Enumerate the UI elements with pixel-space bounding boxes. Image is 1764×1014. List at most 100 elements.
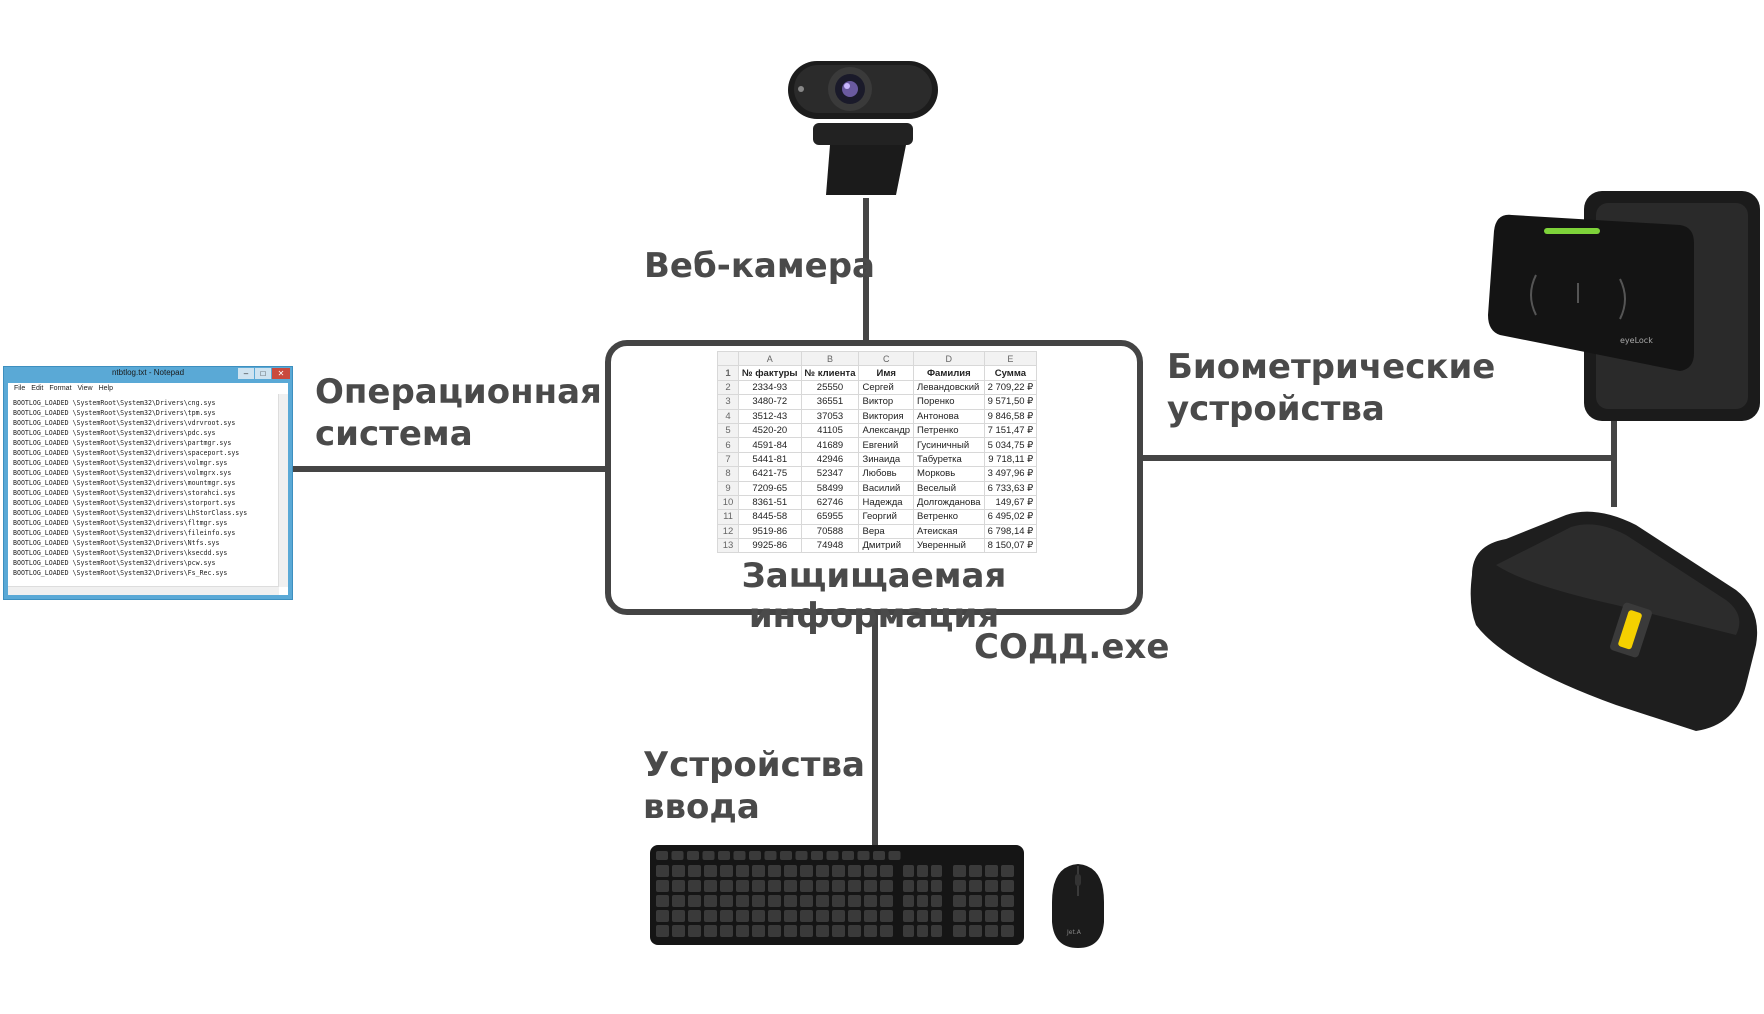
table-cell[interactable]: Дмитрий	[858, 538, 915, 554]
keyboard-key[interactable]	[903, 865, 914, 877]
keyboard-key[interactable]	[969, 865, 982, 877]
keyboard-key[interactable]	[720, 925, 733, 937]
keyboard-key[interactable]	[749, 851, 761, 860]
keyboard-key[interactable]	[857, 851, 870, 860]
keyboard-key[interactable]	[985, 865, 998, 877]
table-cell[interactable]: Георгий	[858, 509, 915, 525]
keyboard-key[interactable]	[718, 851, 730, 860]
keyboard-key[interactable]	[800, 910, 813, 922]
keyboard-key[interactable]	[953, 925, 966, 937]
keyboard-key[interactable]	[688, 880, 701, 892]
keyboard-key[interactable]	[811, 851, 823, 860]
keyboard-key[interactable]	[873, 851, 885, 860]
table-cell[interactable]: Поренко	[913, 394, 985, 410]
table-cell[interactable]: Вера	[858, 523, 915, 540]
keyboard-key[interactable]	[702, 851, 715, 860]
keyboard-key[interactable]	[1001, 910, 1014, 922]
table-cell[interactable]: 9925-86	[738, 538, 802, 554]
keyboard-key[interactable]	[784, 925, 797, 937]
menu-item[interactable]: Edit	[31, 385, 44, 392]
keyboard-key[interactable]	[752, 880, 765, 892]
keyboard-key[interactable]	[969, 880, 982, 892]
table-cell[interactable]: 4591-84	[738, 437, 802, 453]
keyboard-key[interactable]	[752, 895, 765, 907]
keyboard-key[interactable]	[672, 925, 685, 937]
keyboard-key[interactable]	[671, 851, 684, 860]
keyboard-key[interactable]	[688, 865, 701, 877]
keyboard-key[interactable]	[720, 895, 733, 907]
keyboard-key[interactable]	[816, 865, 829, 877]
keyboard-key[interactable]	[985, 910, 998, 922]
keyboard-key[interactable]	[903, 925, 914, 937]
vertical-scrollbar[interactable]	[278, 394, 288, 587]
keyboard-key[interactable]	[848, 910, 861, 922]
table-cell[interactable]: Левандовский	[913, 379, 985, 396]
keyboard-key[interactable]	[832, 895, 845, 907]
keyboard-key[interactable]	[800, 895, 813, 907]
table-cell[interactable]: 41689	[800, 437, 860, 453]
keyboard-key[interactable]	[672, 895, 685, 907]
keyboard-key[interactable]	[736, 880, 749, 892]
keyboard-key[interactable]	[720, 865, 733, 877]
keyboard-key[interactable]	[795, 851, 808, 860]
keyboard-key[interactable]	[832, 910, 845, 922]
keyboard-key[interactable]	[832, 880, 845, 892]
keyboard-key[interactable]	[656, 895, 669, 907]
keyboard-key[interactable]	[848, 880, 861, 892]
keyboard-key[interactable]	[953, 895, 966, 907]
mouse-icon[interactable]: Jet.A	[1048, 862, 1108, 950]
menu-item[interactable]: View	[77, 385, 93, 392]
table-cell[interactable]: 37053	[800, 408, 860, 424]
keyboard-key[interactable]	[768, 925, 781, 937]
keyboard-key[interactable]	[672, 880, 685, 892]
keyboard-key[interactable]	[736, 925, 749, 937]
keyboard-key[interactable]	[768, 880, 781, 892]
table-cell[interactable]: 6421-75	[738, 466, 802, 482]
keyboard-key[interactable]	[888, 851, 901, 860]
keyboard-key[interactable]	[864, 925, 877, 937]
keyboard-key[interactable]	[917, 925, 928, 937]
table-cell[interactable]: 52347	[800, 466, 860, 482]
keyboard-key[interactable]	[672, 910, 685, 922]
table-cell[interactable]: 2334-93	[738, 379, 802, 396]
keyboard-key[interactable]	[848, 895, 861, 907]
keyboard-key[interactable]	[1001, 925, 1014, 937]
keyboard-key[interactable]	[768, 895, 781, 907]
keyboard-key[interactable]	[784, 895, 797, 907]
table-cell[interactable]: Любовь	[858, 466, 915, 482]
keyboard-key[interactable]	[1001, 895, 1014, 907]
keyboard-key[interactable]	[656, 910, 669, 922]
keyboard-key[interactable]	[969, 895, 982, 907]
table-cell[interactable]: Зинаида	[858, 451, 915, 468]
table-cell[interactable]: Евгений	[858, 437, 915, 453]
keyboard-key[interactable]	[880, 925, 893, 937]
keyboard-key[interactable]	[704, 865, 717, 877]
keyboard-key[interactable]	[800, 865, 813, 877]
table-cell[interactable]: Морковь	[913, 466, 985, 482]
keyboard-key[interactable]	[953, 880, 966, 892]
keyboard-key[interactable]	[720, 880, 733, 892]
close-button[interactable]: ✕	[272, 368, 290, 379]
table-cell[interactable]: 3512-43	[738, 408, 802, 424]
keyboard-key[interactable]	[784, 880, 797, 892]
table-cell[interactable]: 3 497,96 ₽	[983, 466, 1038, 482]
table-cell[interactable]: Веселый	[913, 480, 985, 496]
table-cell[interactable]: 9 846,58 ₽	[983, 408, 1038, 424]
table-cell[interactable]: Гусиничный	[913, 437, 985, 453]
keyboard-key[interactable]	[687, 851, 699, 860]
keyboard-key[interactable]	[903, 880, 914, 892]
menu-item[interactable]: Format	[49, 385, 72, 392]
maximize-button[interactable]: □	[255, 368, 271, 379]
table-cell[interactable]: 9519-86	[738, 523, 802, 540]
table-cell[interactable]: Петренко	[913, 422, 985, 439]
keyboard-key[interactable]	[832, 925, 845, 937]
table-cell[interactable]: Ветренко	[913, 509, 985, 525]
keyboard-key[interactable]	[864, 910, 877, 922]
keyboard-key[interactable]	[688, 925, 701, 937]
table-cell[interactable]: 41105	[800, 422, 860, 439]
keyboard-key[interactable]	[768, 865, 781, 877]
keyboard-key[interactable]	[864, 880, 877, 892]
keyboard-key[interactable]	[720, 910, 733, 922]
keyboard-key[interactable]	[688, 910, 701, 922]
table-cell[interactable]: Уверенный	[913, 538, 985, 554]
